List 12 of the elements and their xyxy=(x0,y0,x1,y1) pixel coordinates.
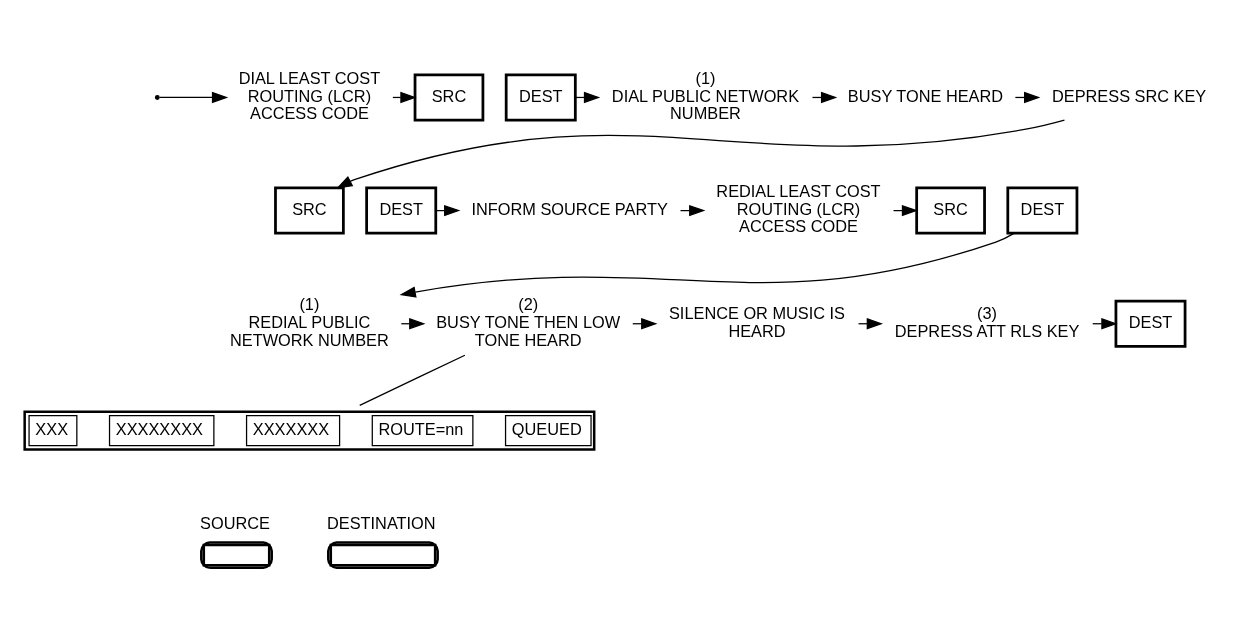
node-text: (2) BUSY TONE THEN LOW TONE HEARD xyxy=(436,294,621,349)
node-text: (3) DEPRESS ATT RLS KEY xyxy=(894,303,1080,340)
node-text: INFORM SOURCE PARTY xyxy=(471,199,668,218)
node-text: DEPRESS SRC KEY xyxy=(1052,86,1207,105)
node-text: SILENCE OR MUSIC IS HEARD xyxy=(668,303,845,340)
node-text: DIAL LEAST COST ROUTING (LCR) ACCESS CODE xyxy=(238,68,381,122)
node-text: (1) REDIAL PUBLIC NETWORK NUMBER xyxy=(230,294,389,349)
node-text: BUSY TONE HEARD xyxy=(847,86,1004,105)
node-label: SOURCE xyxy=(200,513,270,532)
node-text: REDIAL LEAST COST ROUTING (LCR) ACCESS CODE xyxy=(716,181,881,235)
node-label: DESTINATION xyxy=(327,513,436,532)
node-text: (1) DIAL PUBLIC NETWORK NUMBER xyxy=(611,68,800,122)
